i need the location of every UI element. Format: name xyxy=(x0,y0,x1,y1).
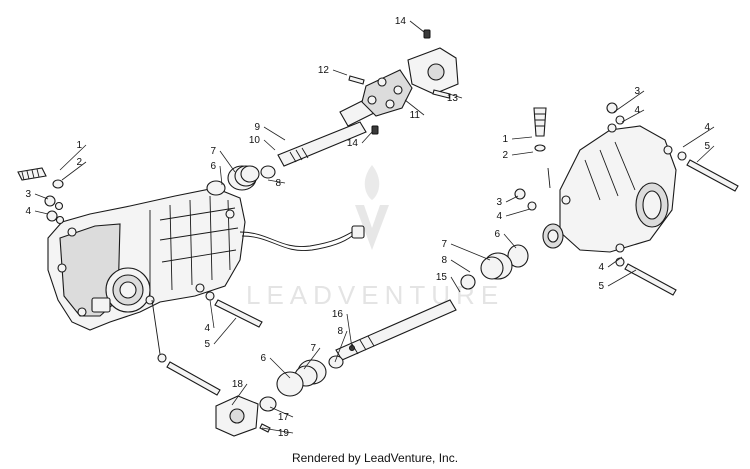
seal-boot-upper xyxy=(206,165,276,196)
callout-leader-line xyxy=(303,347,321,370)
breather-hose-left xyxy=(17,167,47,181)
callout-number: 4 xyxy=(496,211,502,222)
callout-leader-line xyxy=(450,276,461,293)
callout-number: 3 xyxy=(25,189,31,200)
callout-number: 1 xyxy=(502,134,508,145)
callout-number: 5 xyxy=(704,141,710,152)
callout-number: 4 xyxy=(204,323,210,334)
callout-number: 7 xyxy=(210,146,216,157)
hose-clamp-left xyxy=(52,179,64,189)
callout-number: 17 xyxy=(278,412,290,423)
callout-number: 7 xyxy=(310,343,316,354)
callout-number: 2 xyxy=(76,157,82,168)
callout-number: 6 xyxy=(494,229,500,240)
callout-leader-line xyxy=(267,179,286,184)
bolts-lower-left xyxy=(151,291,263,396)
seal-boot-right xyxy=(460,244,529,290)
callout-leader-line xyxy=(409,20,425,33)
callout-leader-line xyxy=(607,256,623,268)
callout-leader-line xyxy=(263,126,286,141)
callout-number: 6 xyxy=(260,353,266,364)
callout-leader-line xyxy=(404,99,425,116)
coupler-disc xyxy=(361,69,413,117)
callout-leader-line xyxy=(61,161,87,181)
callout-leader-line xyxy=(269,357,291,379)
callout-number: 9 xyxy=(254,122,260,133)
callout-number: 14 xyxy=(347,138,359,149)
callout-leader-line xyxy=(505,208,531,217)
callout-number: 2 xyxy=(502,150,508,161)
callout-leader-line xyxy=(511,136,533,140)
callout-number: 13 xyxy=(447,93,459,104)
callout-leader-line xyxy=(332,69,348,76)
callout-number: 1 xyxy=(76,140,82,151)
yoke-flange xyxy=(407,47,459,95)
callout-number: 8 xyxy=(275,178,281,189)
callout-leader-line xyxy=(361,131,373,144)
callout-leader-line xyxy=(346,313,353,349)
callout-leader-line xyxy=(213,317,237,345)
callout-leader-line xyxy=(219,150,236,173)
callout-number: 11 xyxy=(410,110,421,121)
callout-number: 8 xyxy=(441,255,447,266)
rear-gearcase-housing xyxy=(542,123,677,253)
callout-leader-line xyxy=(445,92,463,99)
callout-leader-line xyxy=(450,243,491,261)
callout-leader-line xyxy=(269,406,294,418)
cover-plate-lower xyxy=(215,395,271,437)
callout-leader-line xyxy=(613,90,645,113)
callout-leader-line xyxy=(450,259,471,273)
callout-number: 18 xyxy=(232,379,244,390)
callout-leader-line xyxy=(34,193,49,200)
callout-leader-line xyxy=(696,145,715,163)
callout-leader-line xyxy=(59,144,87,171)
callout-number: 4 xyxy=(704,122,710,133)
callout-number: 3 xyxy=(496,197,502,208)
callout-leader-line xyxy=(209,299,215,329)
breather-hose-right xyxy=(533,107,551,189)
callout-number: 8 xyxy=(337,326,343,337)
callout-number: 4 xyxy=(25,206,31,217)
callout-leader-line xyxy=(263,139,276,151)
callout-number: 5 xyxy=(598,281,604,292)
callout-number: 10 xyxy=(249,135,261,146)
callout-leader-line xyxy=(682,126,715,148)
bolts-upper xyxy=(348,29,451,135)
callout-number: 4 xyxy=(598,262,604,273)
callout-number: 16 xyxy=(332,309,344,320)
input-shaft-upper xyxy=(277,95,381,167)
callout-leader-line xyxy=(334,330,348,363)
callout-number: 19 xyxy=(278,428,290,439)
callout-number: 6 xyxy=(210,161,216,172)
callout-leader-line xyxy=(261,427,294,434)
footer-credit: Rendered by LeadVenture, Inc. xyxy=(292,451,458,465)
callout-number: 15 xyxy=(436,272,448,283)
callout-number: 3 xyxy=(634,86,640,97)
callout-number: 14 xyxy=(395,16,407,27)
callout-leader-line xyxy=(34,210,49,215)
callout-leader-line xyxy=(231,383,248,406)
bolt-washer-left-upper xyxy=(44,195,65,225)
callout-number: 7 xyxy=(441,239,447,250)
seal-boot-lower xyxy=(259,355,344,412)
callout-number: 4 xyxy=(634,105,640,116)
callout-leader-line xyxy=(511,151,534,156)
callout-leader-line xyxy=(621,109,645,123)
callout-leader-line xyxy=(505,195,519,203)
callout-leader-line xyxy=(503,233,517,249)
callout-leader-line xyxy=(607,269,637,287)
callout-number: 12 xyxy=(318,65,330,76)
callout-number: 5 xyxy=(204,339,210,350)
callout-leader-line xyxy=(219,165,223,186)
front-gearcase-housing xyxy=(47,187,365,331)
